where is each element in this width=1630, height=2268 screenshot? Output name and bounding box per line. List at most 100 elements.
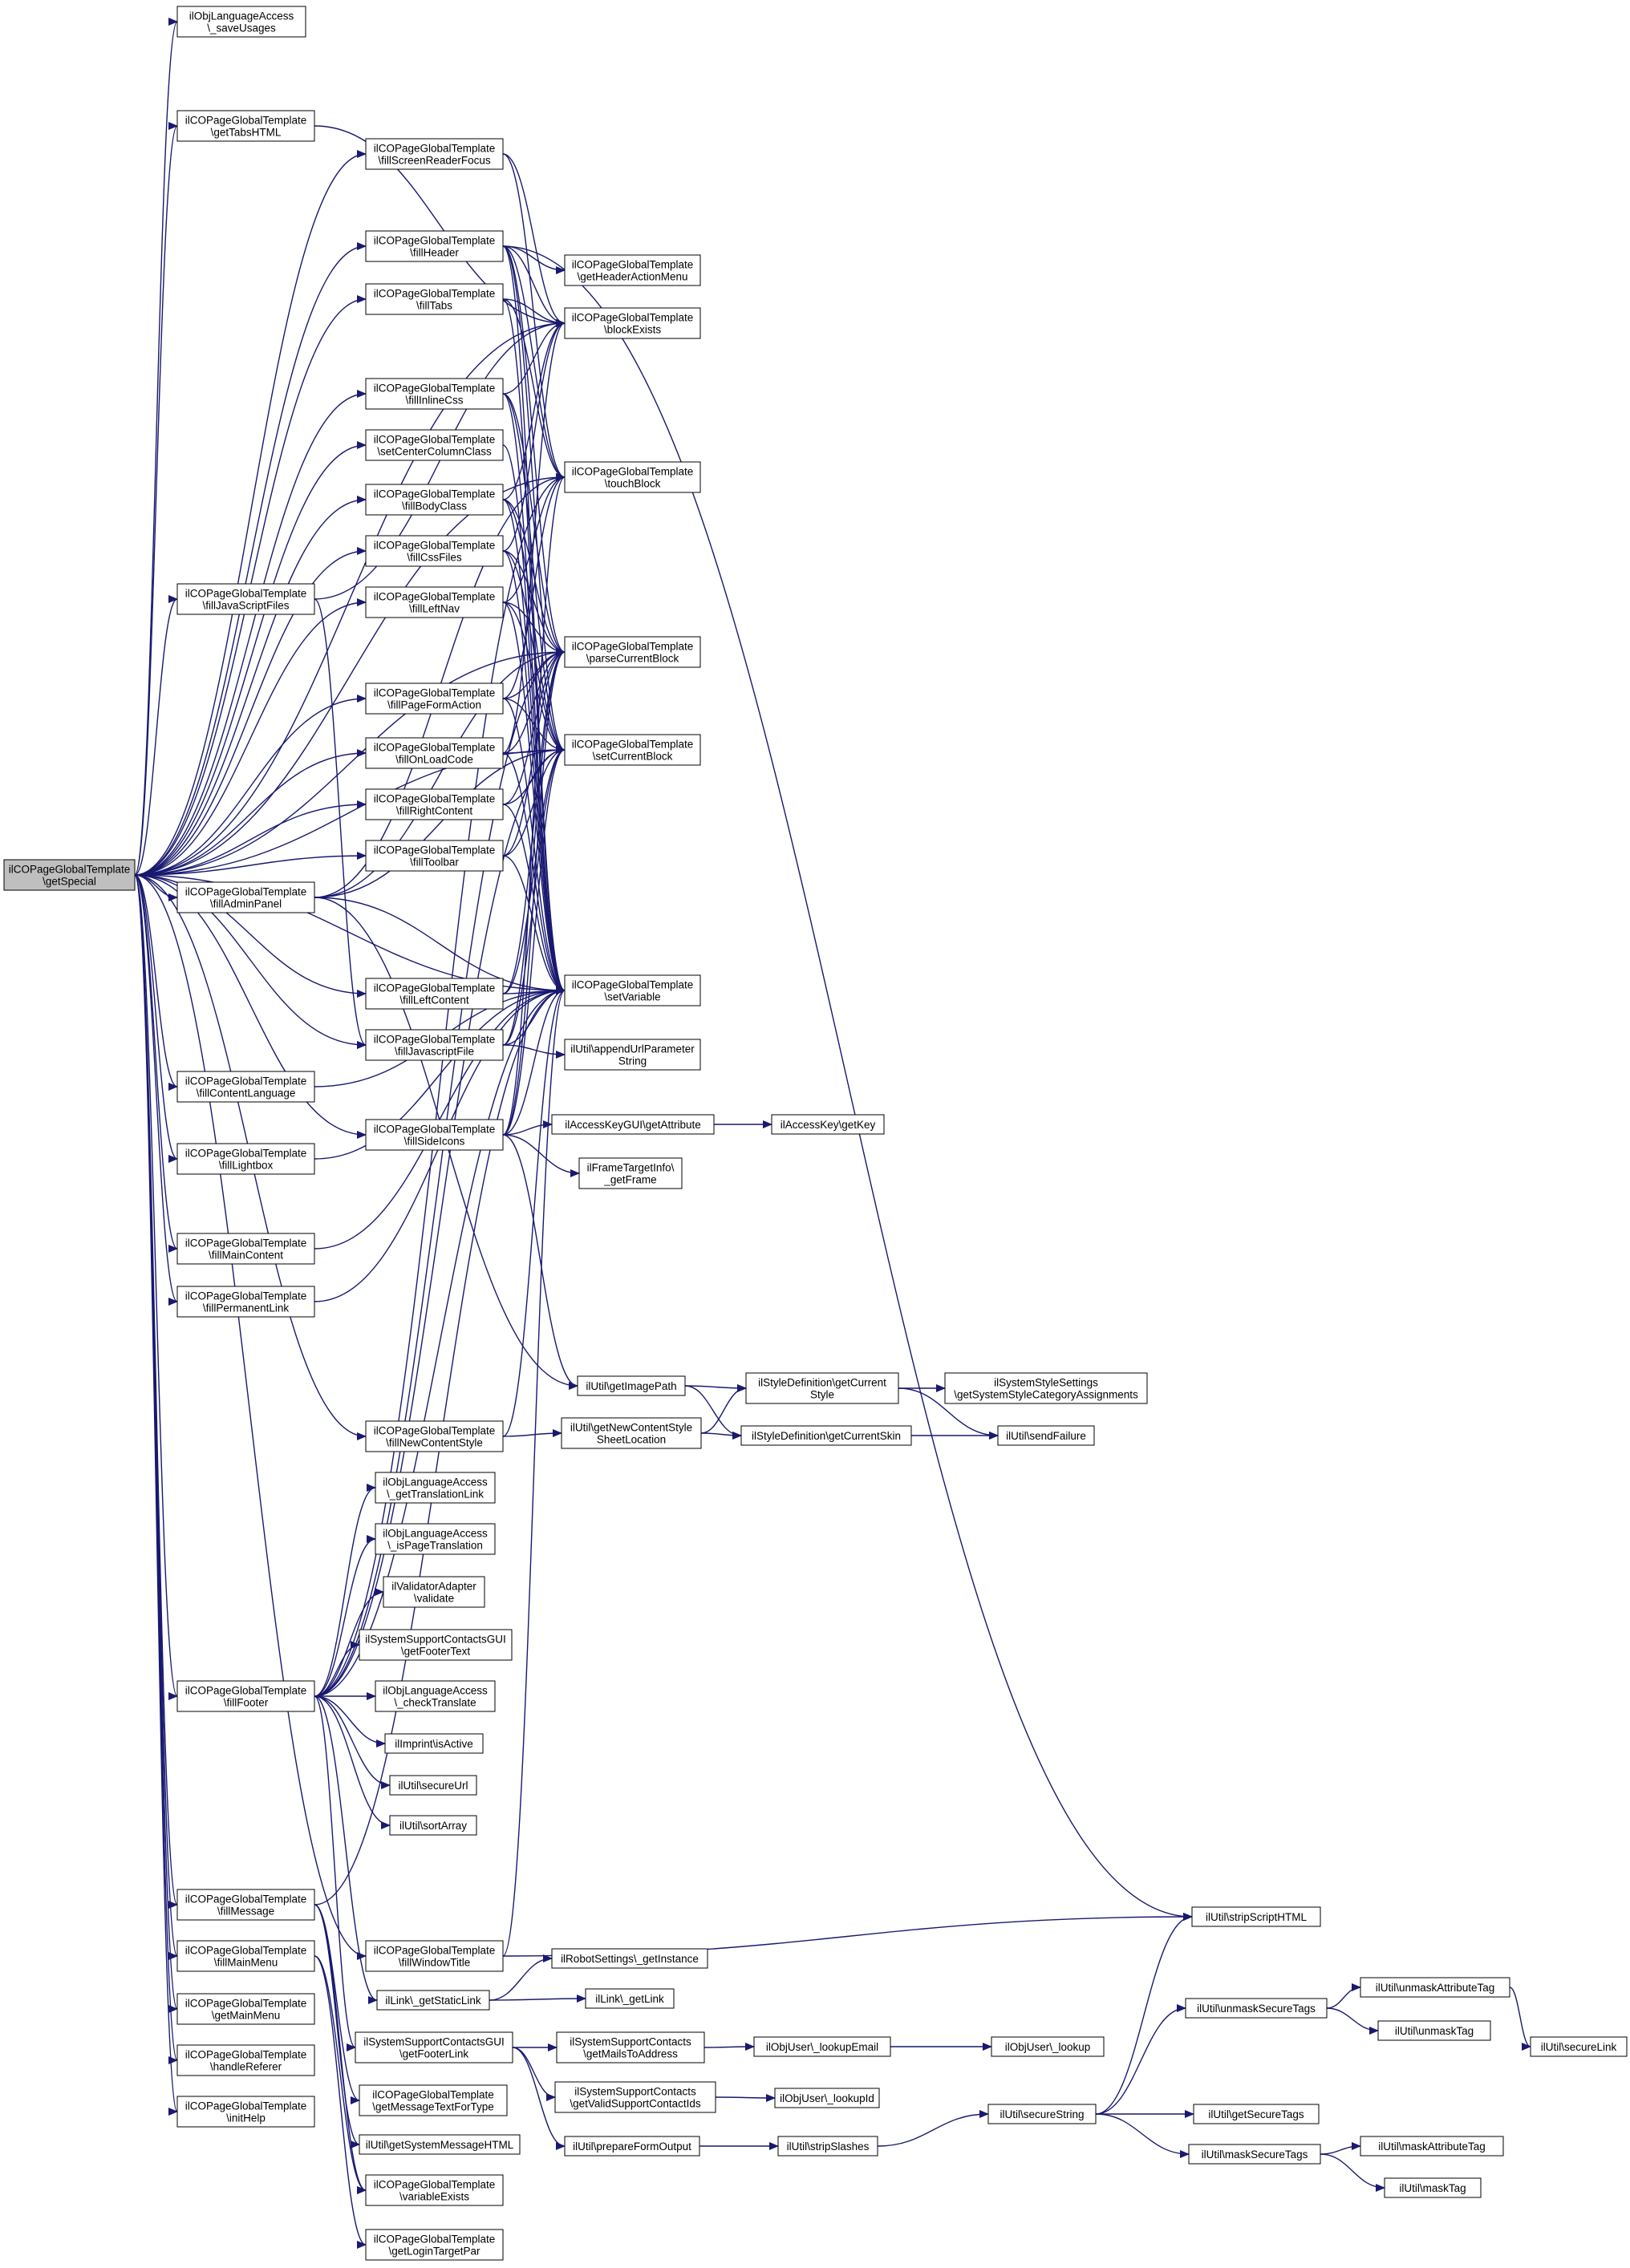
node-fillLeftNav[interactable]: ilCOPageGlobalTemplate\fillLeftNav xyxy=(365,586,504,618)
node-fillSideIcons[interactable]: ilCOPageGlobalTemplate\fillSideIcons xyxy=(365,1119,504,1151)
node-maskAttributeTag[interactable]: ilUtil\maskAttributeTag xyxy=(1360,2136,1504,2157)
node-fillAdminPanel[interactable]: ilCOPageGlobalTemplate\fillAdminPanel xyxy=(176,881,315,913)
node-getSystemMessageHTML[interactable]: ilUtil\getSystemMessageHTML xyxy=(359,2134,521,2155)
node-lookupId[interactable]: ilObjUser\_lookupId xyxy=(774,2088,880,2108)
node-secureUrl[interactable]: ilUtil\secureUrl xyxy=(389,1775,477,1796)
node-isActive[interactable]: ilImprint\isActive xyxy=(384,1733,484,1754)
node-fillContentLanguage[interactable]: ilCOPageGlobalTemplate\fillContentLangua… xyxy=(176,1071,315,1103)
node-fillHeader[interactable]: ilCOPageGlobalTemplate\fillHeader xyxy=(365,230,504,262)
call-edge-fillSideIcons-to-setCurrentBlock xyxy=(502,746,566,1136)
node-getTabsHTML[interactable]: ilCOPageGlobalTemplate\getTabsHTML xyxy=(176,110,315,142)
node-box xyxy=(551,1948,708,1969)
node-variableExists[interactable]: ilCOPageGlobalTemplate\variableExists xyxy=(365,2174,504,2206)
node-setCurrentBlock[interactable]: ilCOPageGlobalTemplate\setCurrentBlock xyxy=(564,734,701,766)
node-fillNewContentStyle[interactable]: ilCOPageGlobalTemplate\fillNewContentSty… xyxy=(365,1420,504,1452)
node-label: _getFrame xyxy=(603,1174,656,1186)
node-label: ilCOPageGlobalTemplate xyxy=(374,1945,496,1957)
node-getLoginTargetPar[interactable]: ilCOPageGlobalTemplate\getLoginTargetPar xyxy=(365,2229,504,2261)
node-getImagePath[interactable]: ilUtil\getImagePath xyxy=(577,1375,686,1396)
node-fillPageFormAction[interactable]: ilCOPageGlobalTemplate\fillPageFormActio… xyxy=(365,682,504,715)
node-box xyxy=(384,1733,484,1754)
node-secureLink[interactable]: ilUtil\secureLink xyxy=(1530,2036,1628,2057)
node-label: ilUtil\secureString xyxy=(999,2108,1084,2120)
node-setVariable[interactable]: ilCOPageGlobalTemplate\setVariable xyxy=(564,974,701,1006)
node-getMailsToAddress[interactable]: ilSystemSupportContacts\getMailsToAddres… xyxy=(556,2031,705,2063)
node-getSpecial[interactable]: ilCOPageGlobalTemplate\getSpecial xyxy=(3,859,136,891)
node-label: \parseCurrentBlock xyxy=(586,653,679,665)
call-edge-getSpecial-to-fillCssFiles xyxy=(134,547,367,876)
node-box xyxy=(365,535,504,567)
node-unmaskTag[interactable]: ilUtil\unmaskTag xyxy=(1377,2020,1491,2041)
node-unmaskAttributeTag[interactable]: ilUtil\unmaskAttributeTag xyxy=(1360,1977,1510,1998)
node-getMainMenu[interactable]: ilCOPageGlobalTemplate\getMainMenu xyxy=(176,1993,315,2025)
node-label: \getSystemStyleCategoryAssignments xyxy=(954,1389,1138,1401)
node-sendFailure[interactable]: ilUtil\sendFailure xyxy=(997,1425,1095,1446)
node-maskSecureTags[interactable]: ilUtil\maskSecureTags xyxy=(1188,2144,1321,2165)
node-handleReferer[interactable]: ilCOPageGlobalTemplate\handleReferer xyxy=(176,2044,315,2076)
node-fillFooter[interactable]: ilCOPageGlobalTemplate\fillFooter xyxy=(176,1680,315,1712)
node-lookupEmail[interactable]: ilObjUser\_lookupEmail xyxy=(753,2036,891,2057)
call-edge-fillFooter-to-touchBlock xyxy=(314,473,566,1697)
node-getHeaderActionMenu[interactable]: ilCOPageGlobalTemplate\getHeaderActionMe… xyxy=(564,254,701,286)
node-label: ilCOPageGlobalTemplate xyxy=(374,793,496,805)
node-getInstance[interactable]: ilRobotSettings\_getInstance xyxy=(551,1948,708,1969)
node-getAttribute[interactable]: ilAccessKeyGUI\getAttribute xyxy=(551,1114,715,1135)
node-initHelp[interactable]: ilCOPageGlobalTemplate\initHelp xyxy=(176,2096,315,2128)
node-getMessageTextForType[interactable]: ilCOPageGlobalTemplate\getMessageTextFor… xyxy=(359,2084,508,2116)
node-box xyxy=(1188,2144,1321,2165)
node-prepareFormOutput[interactable]: ilUtil\prepareFormOutput xyxy=(564,2136,700,2157)
node-getLink[interactable]: ilLink\_getLink xyxy=(585,1988,675,2009)
node-fillBodyClass[interactable]: ilCOPageGlobalTemplate\fillBodyClass xyxy=(365,484,504,516)
node-stripScriptHTML[interactable]: ilUtil\stripScriptHTML xyxy=(1191,1906,1321,1927)
node-fillWindowTitle[interactable]: ilCOPageGlobalTemplate\fillWindowTitle xyxy=(365,1940,504,1972)
node-getStaticLink[interactable]: ilLink\_getStaticLink xyxy=(376,1990,490,2011)
node-blockExists[interactable]: ilCOPageGlobalTemplate\blockExists xyxy=(564,307,701,339)
node-fillOnLoadCode[interactable]: ilCOPageGlobalTemplate\fillOnLoadCode xyxy=(365,737,504,769)
node-fillMainMenu[interactable]: ilCOPageGlobalTemplate\fillMainMenu xyxy=(176,1940,315,1972)
call-edge-secureString-to-unmaskSecureTags xyxy=(1095,2004,1186,2115)
node-getCurrentSkin[interactable]: ilStyleDefinition\getCurrentSkin xyxy=(740,1425,912,1446)
node-fillJavaScriptFiles[interactable]: ilCOPageGlobalTemplate\fillJavaScriptFil… xyxy=(176,583,315,615)
node-label: \fillPageFormAction xyxy=(387,699,481,711)
node-saveUsages[interactable]: ilObjLanguageAccess\_saveUsages xyxy=(176,6,306,38)
node-getKey[interactable]: ilAccessKey\getKey xyxy=(771,1114,885,1135)
node-validate[interactable]: ilValidatorAdapter\validate xyxy=(383,1576,485,1608)
node-getSecureTags[interactable]: ilUtil\getSecureTags xyxy=(1193,2104,1320,2124)
node-getFooterText[interactable]: ilSystemSupportContactsGUI\getFooterText xyxy=(359,1629,513,1661)
node-box xyxy=(176,1143,315,1175)
node-isPageTranslation[interactable]: ilObjLanguageAccess\_isPageTranslation xyxy=(375,1523,496,1555)
node-fillMainContent[interactable]: ilCOPageGlobalTemplate\fillMainContent xyxy=(176,1233,315,1265)
node-stripSlashes[interactable]: ilUtil\stripSlashes xyxy=(777,2136,878,2157)
node-fillLeftContent[interactable]: ilCOPageGlobalTemplate\fillLeftContent xyxy=(365,978,504,1010)
node-getTranslationLink[interactable]: ilObjLanguageAccess\_getTranslationLink xyxy=(375,1472,496,1504)
node-getFooterLink[interactable]: ilSystemSupportContactsGUI\getFooterLink xyxy=(355,2031,513,2063)
node-fillInlineCss[interactable]: ilCOPageGlobalTemplate\fillInlineCss xyxy=(365,378,504,410)
node-fillCssFiles[interactable]: ilCOPageGlobalTemplate\fillCssFiles xyxy=(365,535,504,567)
node-lookup[interactable]: ilObjUser\_lookup xyxy=(991,2036,1105,2057)
call-edge-fillJavaScriptFiles-to-blockExists xyxy=(314,319,566,600)
node-getFrame[interactable]: ilFrameTargetInfo\_getFrame xyxy=(578,1157,683,1189)
node-fillMessage[interactable]: ilCOPageGlobalTemplate\fillMessage xyxy=(176,1889,315,1921)
node-fillJavascriptFile[interactable]: ilCOPageGlobalTemplate\fillJavascriptFil… xyxy=(365,1029,504,1061)
node-parseCurrentBlock[interactable]: ilCOPageGlobalTemplate\parseCurrentBlock xyxy=(564,636,701,668)
node-sortArray[interactable]: ilUtil\sortArray xyxy=(389,1815,477,1836)
node-fillTabs[interactable]: ilCOPageGlobalTemplate\fillTabs xyxy=(365,283,504,315)
node-secureString[interactable]: ilUtil\secureString xyxy=(987,2104,1097,2124)
node-checkTranslate[interactable]: ilObjLanguageAccess\_checkTranslate xyxy=(375,1680,496,1712)
node-fillToolbar[interactable]: ilCOPageGlobalTemplate\fillToolbar xyxy=(365,840,504,872)
node-label: \fillMainMenu xyxy=(214,1957,278,1969)
node-touchBlock[interactable]: ilCOPageGlobalTemplate\touchBlock xyxy=(564,461,701,493)
node-fillPermanentLink[interactable]: ilCOPageGlobalTemplate\fillPermanentLink xyxy=(176,1286,315,1318)
node-unmaskSecureTags[interactable]: ilUtil\unmaskSecureTags xyxy=(1185,1998,1328,2019)
node-fillLightbox[interactable]: ilCOPageGlobalTemplate\fillLightbox xyxy=(176,1143,315,1175)
node-box xyxy=(176,2096,315,2128)
node-maskTag[interactable]: ilUtil\maskTag xyxy=(1384,2177,1482,2198)
node-getSystemStyleCategoryAssignments[interactable]: ilSystemStyleSettings\getSystemStyleCate… xyxy=(944,1372,1148,1404)
node-getValidSupportContactIds[interactable]: ilSystemSupportContacts\getValidSupportC… xyxy=(554,2081,716,2113)
node-fillRightContent[interactable]: ilCOPageGlobalTemplate\fillRightContent xyxy=(365,788,504,820)
node-fillScreenReaderFocus[interactable]: ilCOPageGlobalTemplate\fillScreenReaderF… xyxy=(365,138,504,170)
node-setCenterColumnClass[interactable]: ilCOPageGlobalTemplate\setCenterColumnCl… xyxy=(365,429,504,461)
